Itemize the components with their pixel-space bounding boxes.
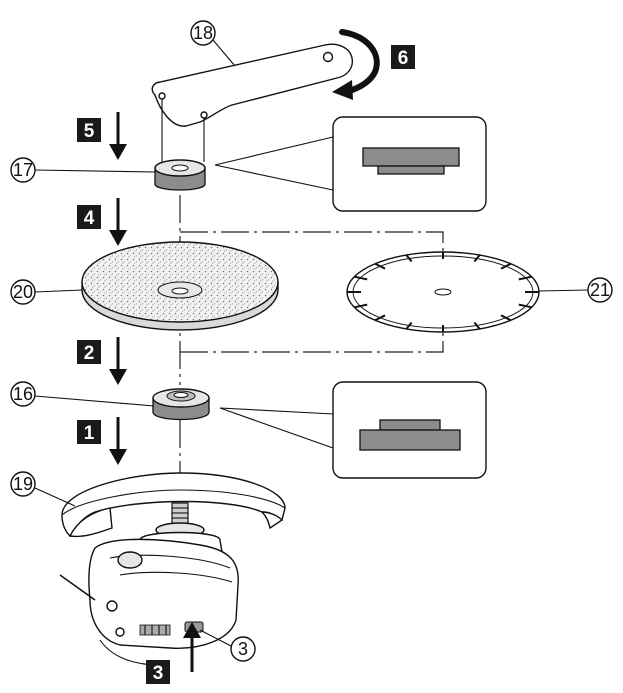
blade-gullet xyxy=(405,254,413,263)
step-6-box: 6 xyxy=(391,45,415,69)
blade-gullet xyxy=(518,303,532,309)
blade-segment-gullets xyxy=(347,252,539,332)
callout-17-label: 17 xyxy=(13,160,33,180)
step-1-arrow xyxy=(109,417,127,465)
step-5-label: 5 xyxy=(84,121,95,142)
step-2-box: 2 xyxy=(77,340,101,364)
blade-gullet xyxy=(405,321,413,330)
callout-16-label: 16 xyxy=(13,384,33,404)
blade-gullet xyxy=(500,262,512,270)
callout-19-label: 19 xyxy=(13,474,33,494)
spanner-wrench xyxy=(151,43,354,162)
step-2-label: 2 xyxy=(84,343,95,364)
callout-20-label: 20 xyxy=(13,282,33,302)
grinder-body xyxy=(59,502,239,666)
blade-gullet xyxy=(473,321,481,330)
step-1-box: 1 xyxy=(77,420,101,444)
callout-17: 17 xyxy=(10,157,157,183)
callout-18-label: 18 xyxy=(193,23,213,43)
inset-inner-flange xyxy=(219,381,487,479)
rotation-arrow xyxy=(332,29,380,100)
inner-flange xyxy=(152,388,210,421)
callout-16: 16 xyxy=(10,381,155,407)
callout-3: 3 xyxy=(199,629,256,662)
callout-3-label: 3 xyxy=(238,639,248,659)
step-4-label: 4 xyxy=(84,208,95,229)
grinding-wheel xyxy=(81,241,279,331)
callout-20: 20 xyxy=(10,279,83,305)
inset-upper-nut xyxy=(214,116,487,212)
step-6-label: 6 xyxy=(398,48,409,69)
step-5-box: 5 xyxy=(77,118,101,142)
blade-gullet xyxy=(354,275,368,281)
blade-gullet xyxy=(374,314,386,322)
step-4-box: 4 xyxy=(77,205,101,229)
step-1-label: 1 xyxy=(84,423,95,444)
callout-21-label: 21 xyxy=(590,280,610,300)
step-3-arrow xyxy=(183,622,201,672)
step-3-label: 3 xyxy=(153,663,164,684)
blade-gullet xyxy=(354,303,368,309)
blade-gullet xyxy=(518,275,532,281)
step-3-box: 3 xyxy=(146,660,170,684)
wheel-guard xyxy=(61,472,286,538)
step-5-arrow xyxy=(109,112,127,160)
callout-18: 18 xyxy=(190,20,236,67)
step-2-arrow xyxy=(109,337,127,385)
callout-19: 19 xyxy=(10,471,76,507)
blade-gullet xyxy=(374,262,386,270)
blade-gullet xyxy=(500,314,512,322)
lock-nut-upper xyxy=(154,159,206,191)
callout-21: 21 xyxy=(538,277,613,303)
step-4-arrow xyxy=(109,198,127,246)
blade-gullet xyxy=(473,254,481,263)
